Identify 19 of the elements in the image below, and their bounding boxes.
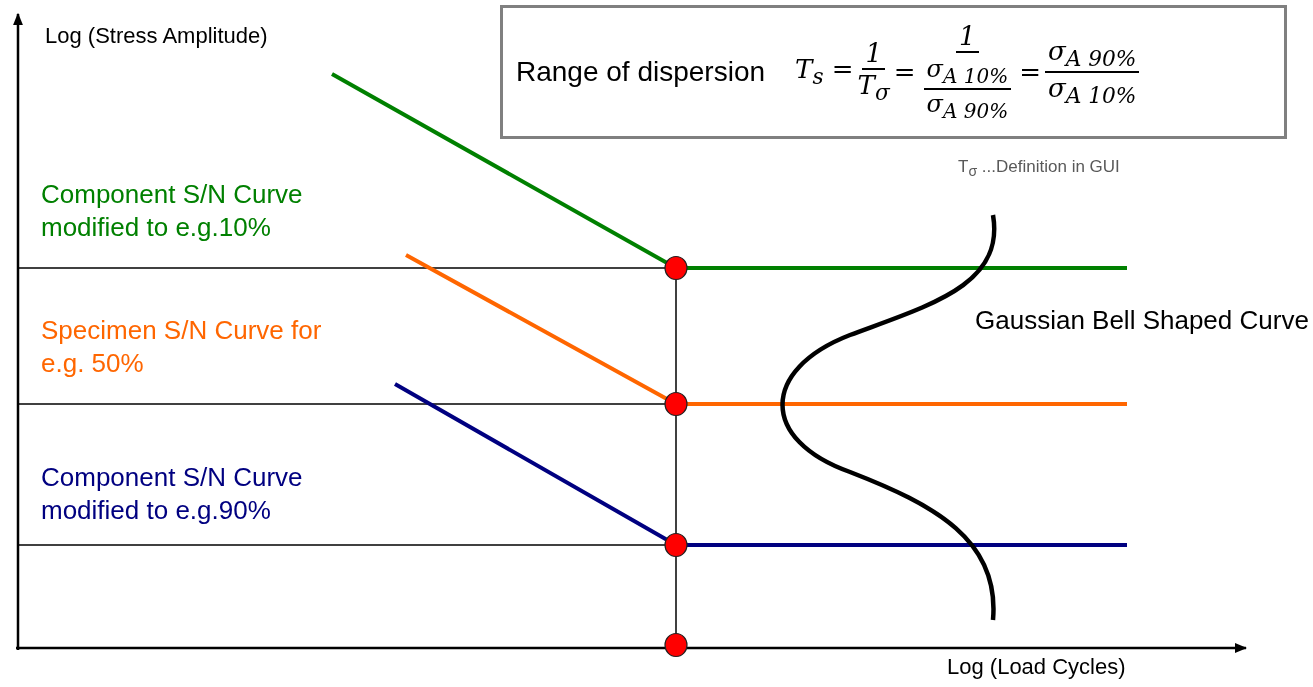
curve-label: Component S/N Curve modified to e.g.10% [41, 178, 304, 243]
formula-term: σ$_{A 90%}$ [926, 90, 1009, 118]
formula-term: σ$_{A 90%}$ [1047, 35, 1137, 66]
curve-label: Component S/N Curve modified to e.g.90% [41, 461, 304, 526]
curve-label: Specimen S/N Curve for e.g. 50% [41, 314, 323, 379]
curve-label: Gaussian Bell Shaped Curve [975, 304, 1310, 337]
axis-label: Log (Stress Amplitude) [45, 22, 268, 50]
heading: Range of dispersion [516, 56, 766, 88]
formula-term: T$_{σ}$ [857, 70, 890, 101]
formula-term: 1 [865, 38, 882, 69]
formula-term: σ$_{A 10%}$ [1047, 73, 1137, 103]
formula-term: = [1019, 57, 1041, 87]
formula-term: = [893, 57, 916, 87]
formula-term: 1 [959, 21, 976, 52]
formula-box [500, 5, 1287, 139]
formula-term: T$_{s}$ = [795, 54, 854, 90]
footnote: T$_{σ}$ ...Definition in GUI [958, 156, 1120, 182]
axis-label: Log (Load Cycles) [947, 653, 1126, 681]
formula-term: σ$_{A 10%}$ [926, 55, 1009, 84]
